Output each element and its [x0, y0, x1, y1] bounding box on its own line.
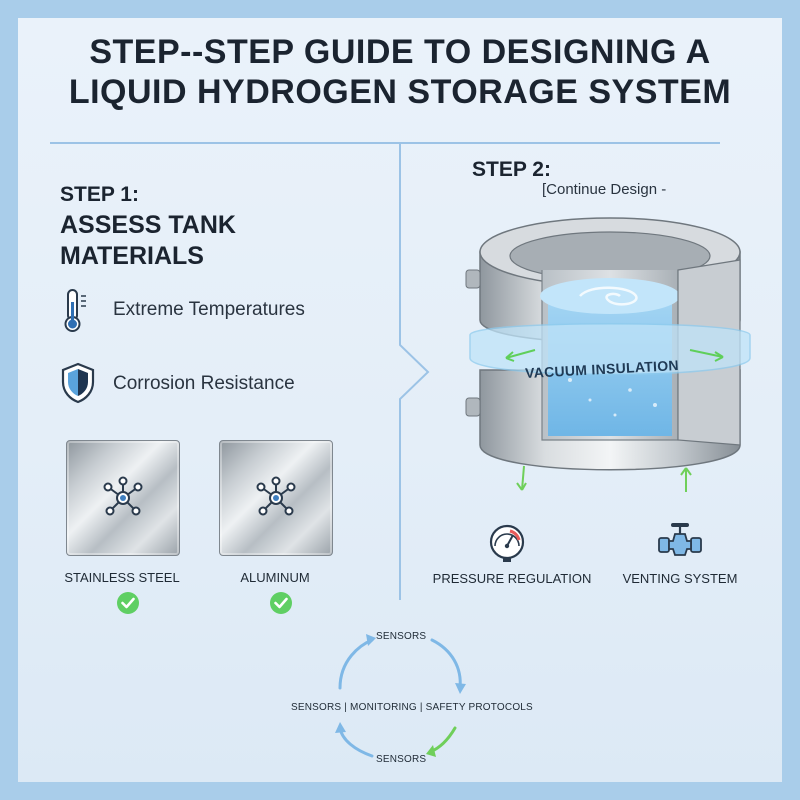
title-line-2: LIQUID HYDROGEN STORAGE SYSTEM	[68, 73, 732, 111]
pressure-gauge-icon	[486, 522, 528, 569]
cycle-sensors-bottom: SENSORS	[376, 754, 427, 765]
step2-subtitle: [Continue Design -	[542, 181, 667, 198]
step1-heading-line-2: MATERIALS	[60, 242, 204, 270]
venting-system-label: VENTING SYSTEM	[622, 571, 738, 586]
main-title: STEP--STEP GUIDE TO DESIGNING A LIQUID H…	[0, 32, 800, 112]
step2-label: STEP 2:	[472, 158, 551, 181]
feature-corrosion-resistance: Corrosion Resistance	[113, 373, 295, 394]
step1-heading: ASSESS TANK MATERIALS	[60, 210, 290, 272]
title-line-1: STEP--STEP GUIDE TO DESIGNING A	[89, 33, 711, 71]
title-divider	[50, 142, 720, 144]
step1-heading-line-1: ASSESS TANK	[60, 211, 236, 239]
aluminum-sample	[219, 440, 333, 556]
storage-tank-cutaway	[465, 217, 751, 492]
cycle-sensors-top: SENSORS	[376, 631, 427, 642]
check-icon	[117, 592, 139, 614]
cycle-center-label: SENSORS | MONITORING | SAFETY PROTOCOLS	[291, 702, 533, 713]
thermometer-icon	[60, 288, 90, 339]
pressure-regulation-label: PRESSURE REGULATION	[432, 571, 592, 586]
stainless-steel-sample	[66, 440, 180, 556]
check-icon	[270, 592, 292, 614]
shield-icon	[60, 362, 96, 409]
molecule-icon	[256, 476, 296, 516]
stainless-steel-label: STAINLESS STEEL	[64, 570, 180, 585]
aluminum-label: ALUMINUM	[240, 570, 310, 585]
molecule-icon	[103, 476, 143, 516]
feature-extreme-temperatures: Extreme Temperatures	[113, 299, 305, 320]
step1-label: STEP 1:	[60, 183, 139, 206]
valve-icon	[657, 522, 703, 565]
